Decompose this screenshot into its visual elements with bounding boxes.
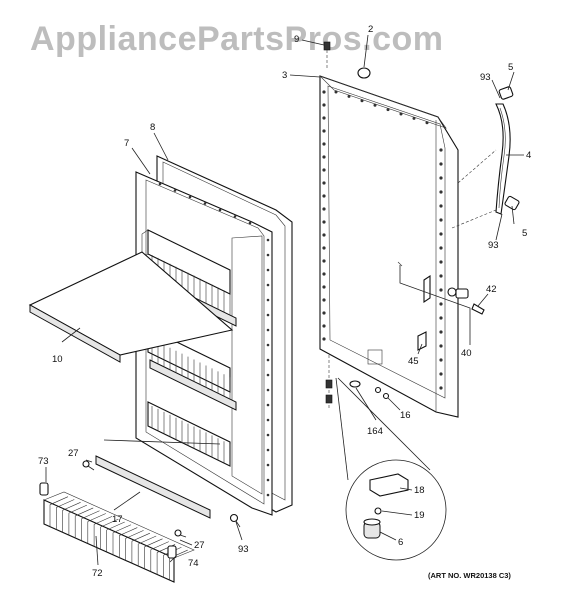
callout-93-mid: 93 [488,240,499,251]
callout-16: 16 [400,410,411,421]
basket-clip-right [167,545,177,559]
callout-8: 8 [150,122,155,133]
plug-button [357,67,371,79]
door-hinge-strap [451,86,520,229]
callout-3: 3 [282,70,287,81]
callout-19: 19 [414,510,425,521]
door-bottom-hardware [325,355,390,410]
latch-assembly [399,265,485,338]
watermark-text: AppliancePartsPros.com [30,20,443,58]
leader-lines [45,34,524,566]
art-number: (ART NO. WR20138 C3) [428,571,511,580]
callout-45: 45 [408,356,419,367]
screw-93-lower [229,513,241,528]
liner-rivets [158,182,270,497]
callout-18: 18 [414,485,425,496]
callout-27-upper: 27 [68,448,79,459]
callout-6: 6 [398,537,403,548]
callout-72: 72 [92,568,103,579]
callout-9: 9 [294,34,299,45]
door-shelf-panel [28,251,234,363]
bottom-shelf-rail [95,439,221,519]
callout-17: 17 [112,514,123,525]
callout-164: 164 [367,426,383,437]
callout-2: 2 [368,24,373,35]
outer-door-panel [319,75,459,418]
callout-4: 4 [526,150,531,161]
callout-5-bottom: 5 [522,228,527,239]
door-shelf-rack-bottom [147,401,231,467]
door-rivets [322,90,443,390]
callout-93-lower: 93 [238,544,249,555]
callout-27-lower: 27 [194,540,205,551]
screw-27-lower [174,529,187,538]
bottom-basket [43,491,195,583]
callout-40: 40 [461,348,472,359]
callout-74: 74 [188,558,199,569]
callout-73: 73 [38,456,49,467]
screw-27-upper [82,460,95,471]
callout-10: 10 [52,354,63,365]
basket-clip-left [39,482,49,496]
callout-42: 42 [486,284,497,295]
callout-7: 7 [124,138,129,149]
callout-5-top: 5 [508,62,513,73]
top-bushing [323,41,331,51]
bracket-45 [417,331,427,351]
callout-93-top: 93 [480,72,491,83]
detail-circle-hinge [335,377,447,561]
